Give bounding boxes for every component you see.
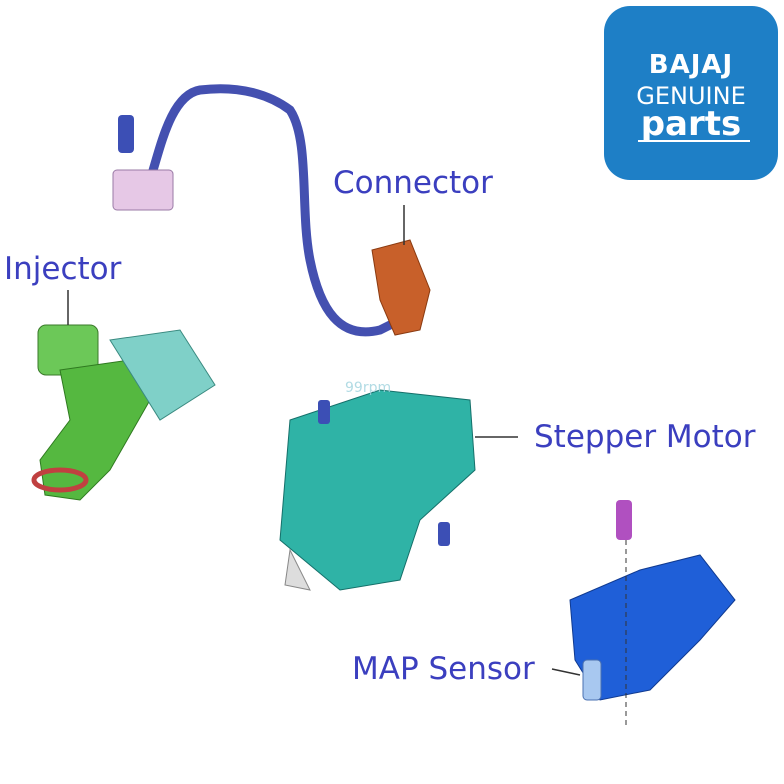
logo-genuine: GENUINE bbox=[636, 82, 746, 110]
watermark: 99rpm bbox=[345, 380, 392, 396]
bolt-icon bbox=[118, 115, 134, 153]
bolt-icon bbox=[318, 400, 330, 424]
logo-brand: BAJAJ bbox=[648, 50, 734, 80]
fuel-hose bbox=[112, 84, 405, 337]
bolt-icon bbox=[438, 522, 450, 546]
logo-parts: parts bbox=[640, 104, 742, 144]
bajaj-genuine-parts-logo: BAJAJ GENUINE parts bbox=[604, 6, 778, 180]
map-sensor-part bbox=[551, 500, 736, 725]
label-injector: Injector bbox=[4, 251, 122, 287]
stepper-motor-part bbox=[279, 389, 518, 591]
label-connector: Connector bbox=[333, 165, 493, 201]
hose-fitting bbox=[112, 169, 174, 211]
injector-part bbox=[31, 290, 216, 501]
label-stepper-motor: Stepper Motor bbox=[534, 419, 756, 455]
label-map-sensor: MAP Sensor bbox=[352, 651, 535, 687]
logo-underline bbox=[638, 140, 750, 142]
connector-part bbox=[371, 205, 431, 336]
bolt-icon bbox=[616, 500, 632, 540]
